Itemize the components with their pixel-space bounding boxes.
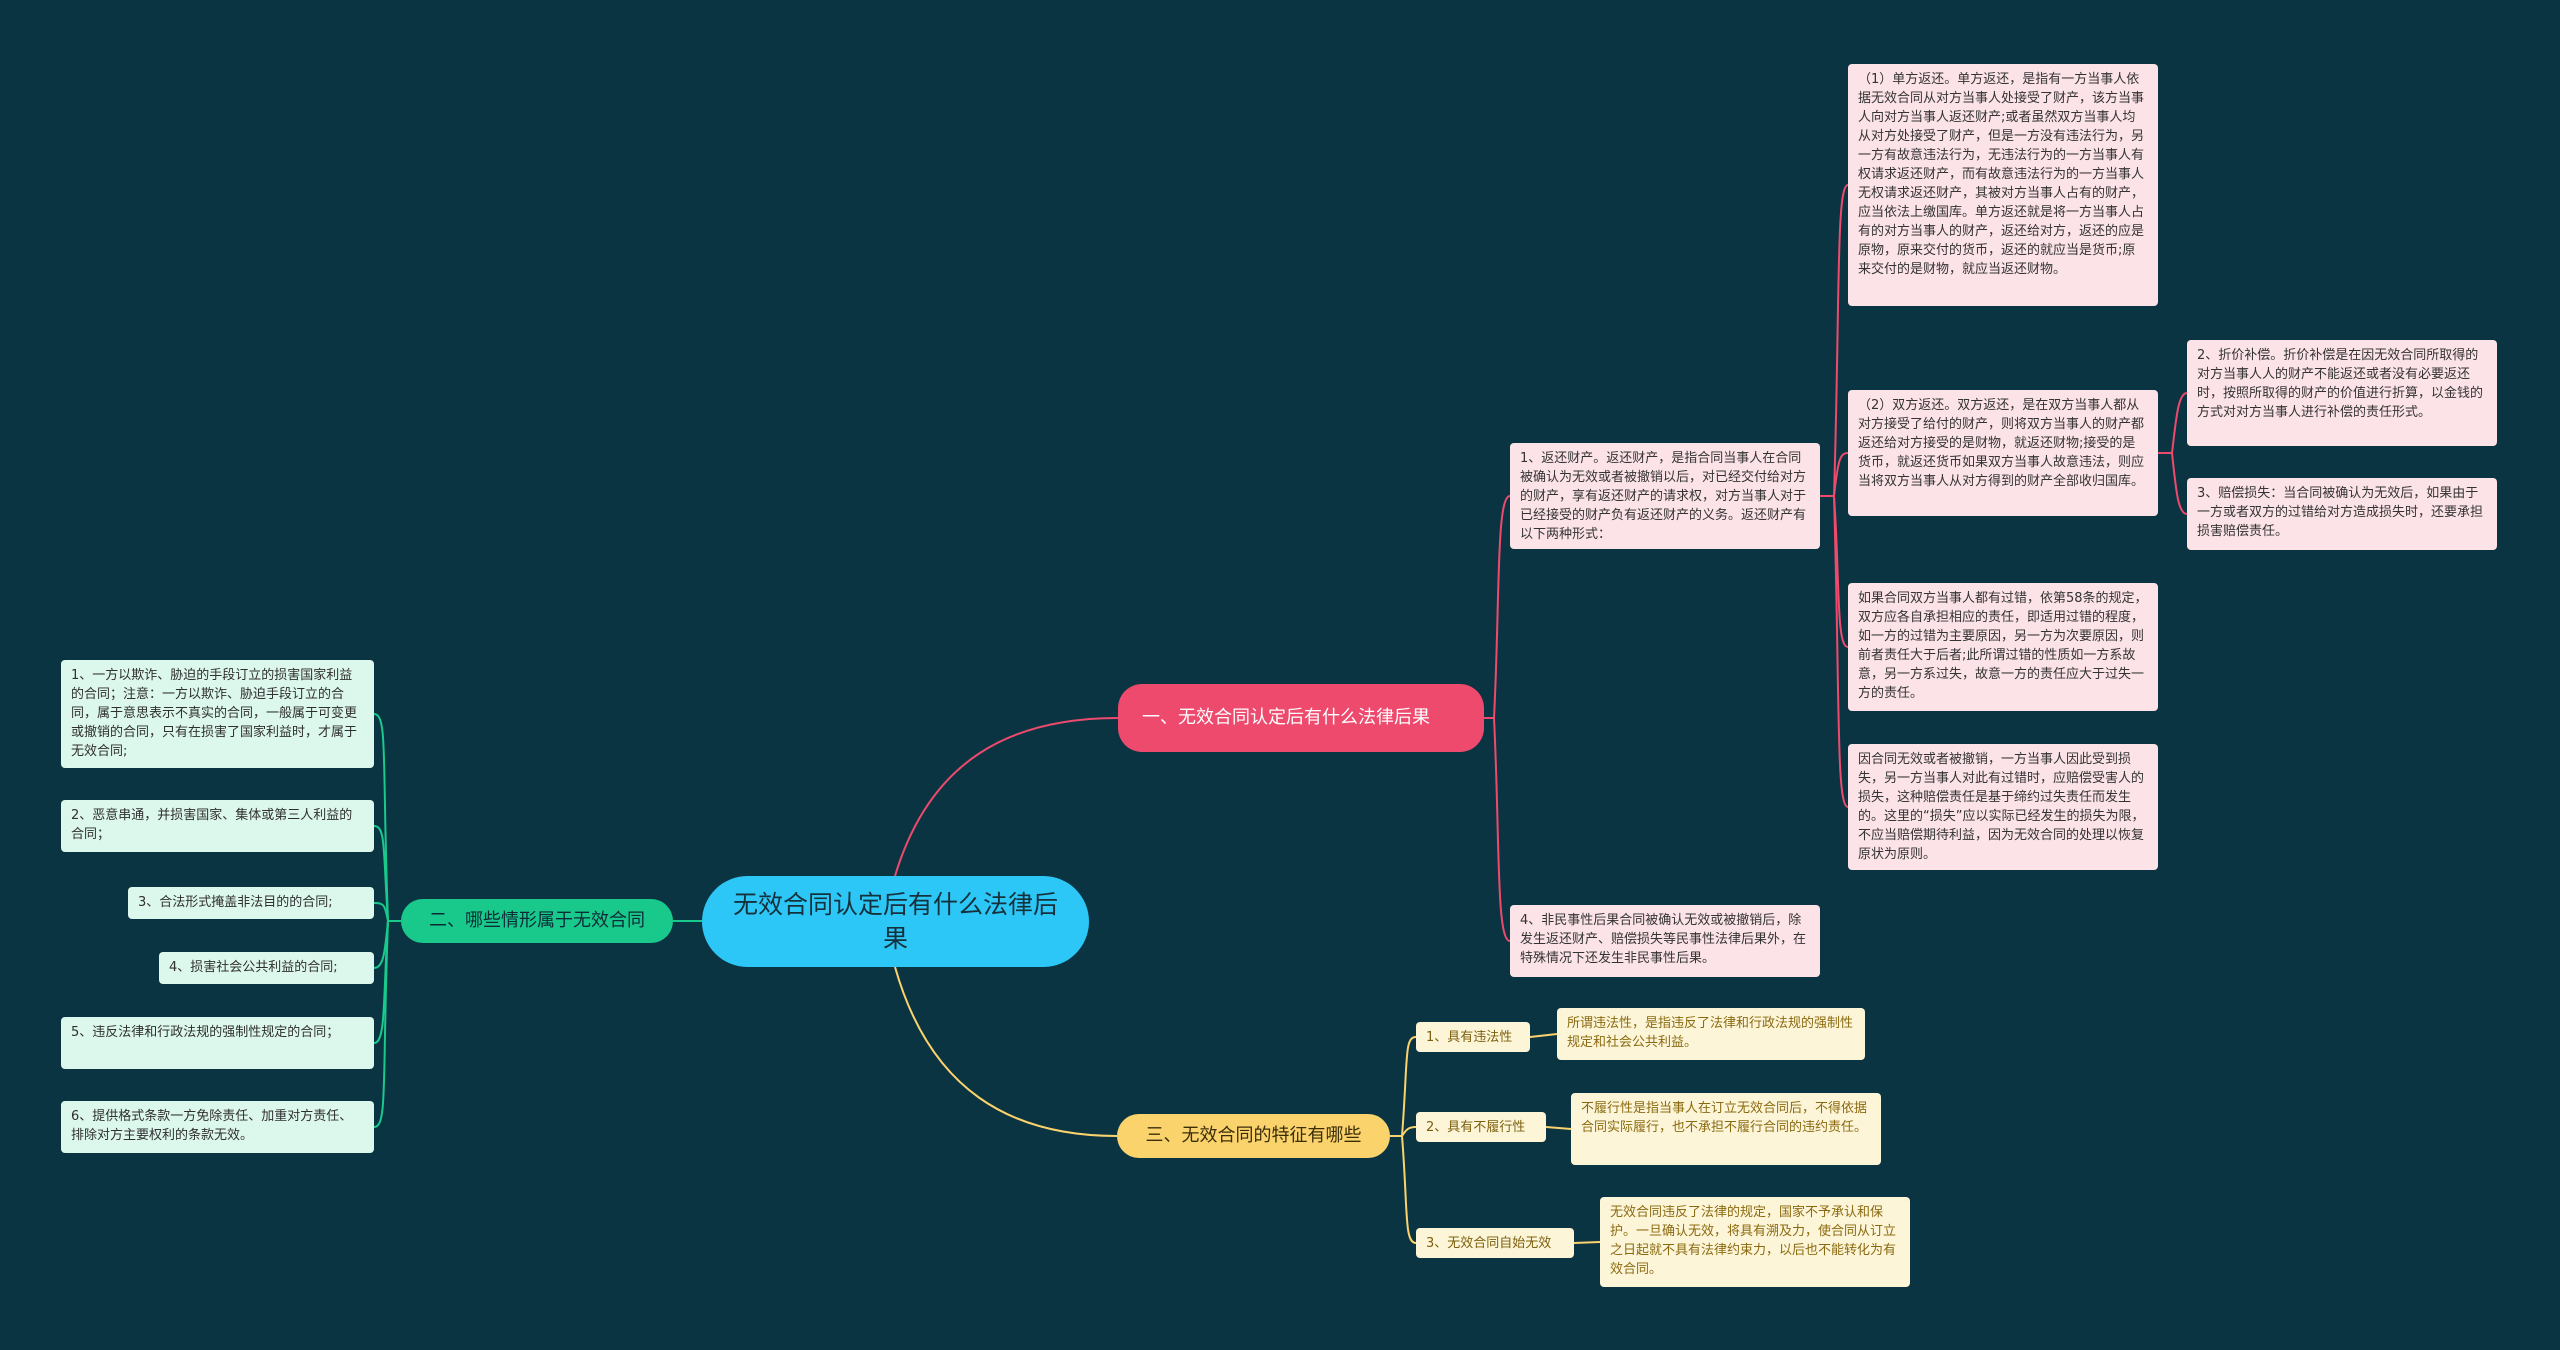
leaf-illegality-desc[interactable]: 所谓违法性，是指违反了法律和行政法规的强制性规定和社会公共利益。: [1557, 1008, 1865, 1060]
leaf-non-performance-label[interactable]: 2、具有不履行性: [1416, 1112, 1546, 1142]
link-yl1-y1: [1529, 1033, 1558, 1038]
link-root-b3: [894, 966, 1118, 1137]
branch-invalid-contract-cases[interactable]: 二、哪些情形属于无效合同: [401, 899, 673, 943]
leaf-non-performance-desc[interactable]: 不履行性是指当事人在订立无效合同后，不得依据合同实际履行，也不承担不履行合同的违…: [1571, 1093, 1881, 1165]
leaf-malicious-collusion[interactable]: 2、恶意串通，并损害国家、集体或第三人利益的合同；: [61, 800, 374, 852]
link-b2-g6: [373, 920, 389, 1128]
link-p2-p2a: [2158, 392, 2188, 454]
link-b1-p6: [1493, 717, 1511, 942]
link-b1-p5: [1493, 495, 1511, 719]
leaf-public-interest[interactable]: 4、损害社会公共利益的合同;: [159, 952, 374, 984]
leaf-return-property[interactable]: 1、返还财产。返还财产，是指合同当事人在合同被确认为无效或者被撤销以后，对已经交…: [1510, 443, 1820, 549]
leaf-standard-clauses[interactable]: 6、提供格式条款一方免除责任、加重对方责任、排除对方主要权利的条款无效。: [61, 1101, 374, 1153]
leaf-illegality-label[interactable]: 1、具有违法性: [1416, 1022, 1530, 1052]
leaf-non-civil-consequences[interactable]: 4、非民事性后果合同被确认无效或被撤销后，除发生返还财产、赔偿损失等民事性法律后…: [1510, 905, 1820, 977]
link-yl2-y2: [1545, 1126, 1572, 1130]
link-p5-p4: [1833, 495, 1849, 808]
leaf-compensate-losses[interactable]: 3、赔偿损失：当合同被确认为无效后，如果由于一方或者双方的过错给对方造成损失时，…: [2187, 478, 2497, 550]
link-root-b1: [894, 717, 1119, 877]
leaf-void-ab-initio-desc[interactable]: 无效合同违反了法律的规定，国家不予承认和保护。一旦确认无效，将具有溯及力，使合同…: [1600, 1197, 1910, 1287]
root-topic[interactable]: 无效合同认定后有什么法律后果: [702, 876, 1089, 967]
leaf-void-ab-initio-label[interactable]: 3、无效合同自始无效: [1416, 1228, 1574, 1258]
leaf-price-compensation[interactable]: 2、折价补偿。折价补偿是在因无效合同所取得的对方当事人人的财产不能返还或者没有必…: [2187, 340, 2497, 446]
link-b3-yl1: [1390, 1036, 1417, 1137]
link-p5-p2: [1833, 452, 1849, 497]
link-p5-p1: [1820, 184, 1849, 497]
link-p2-p2b: [2171, 452, 2188, 515]
link-b2-g1: [373, 713, 401, 922]
branch-legal-consequences[interactable]: 一、无效合同认定后有什么法律后果: [1118, 684, 1484, 752]
link-b2-g2: [373, 825, 389, 922]
link-b3-yl3: [1401, 1135, 1417, 1244]
leaf-contracting-fault[interactable]: 因合同无效或者被撤销，一方当事人因此受到损失，另一方当事人对此有过错时，应赔偿受…: [1848, 744, 2158, 870]
leaf-fraud-coercion[interactable]: 1、一方以欺诈、胁迫的手段订立的损害国家利益的合同；注意：一方以欺诈、胁迫手段订…: [61, 660, 374, 768]
branch-invalid-contract-features[interactable]: 三、无效合同的特征有哪些: [1117, 1114, 1390, 1158]
leaf-both-at-fault[interactable]: 如果合同双方当事人都有过错，依第58条的规定，双方应各自承担相应的责任，即适用过…: [1848, 583, 2158, 711]
leaf-legal-form-illegal-purpose[interactable]: 3、合法形式掩盖非法目的的合同;: [128, 887, 374, 919]
leaf-mandatory-provisions[interactable]: 5、违反法律和行政法规的强制性规定的合同；: [61, 1017, 374, 1069]
leaf-bilateral-return[interactable]: （2）双方返还。双方返还，是在双方当事人都从对方接受了给付的财产，则将双方当事人…: [1848, 390, 2158, 516]
link-b3-yl2: [1401, 1126, 1417, 1137]
link-yl3-y3: [1573, 1241, 1601, 1244]
link-b2-g3: [373, 902, 389, 922]
leaf-unilateral-return[interactable]: （1）单方返还。单方返还，是指有一方当事人依据无效合同从对方当事人处接受了财产，…: [1848, 64, 2158, 306]
